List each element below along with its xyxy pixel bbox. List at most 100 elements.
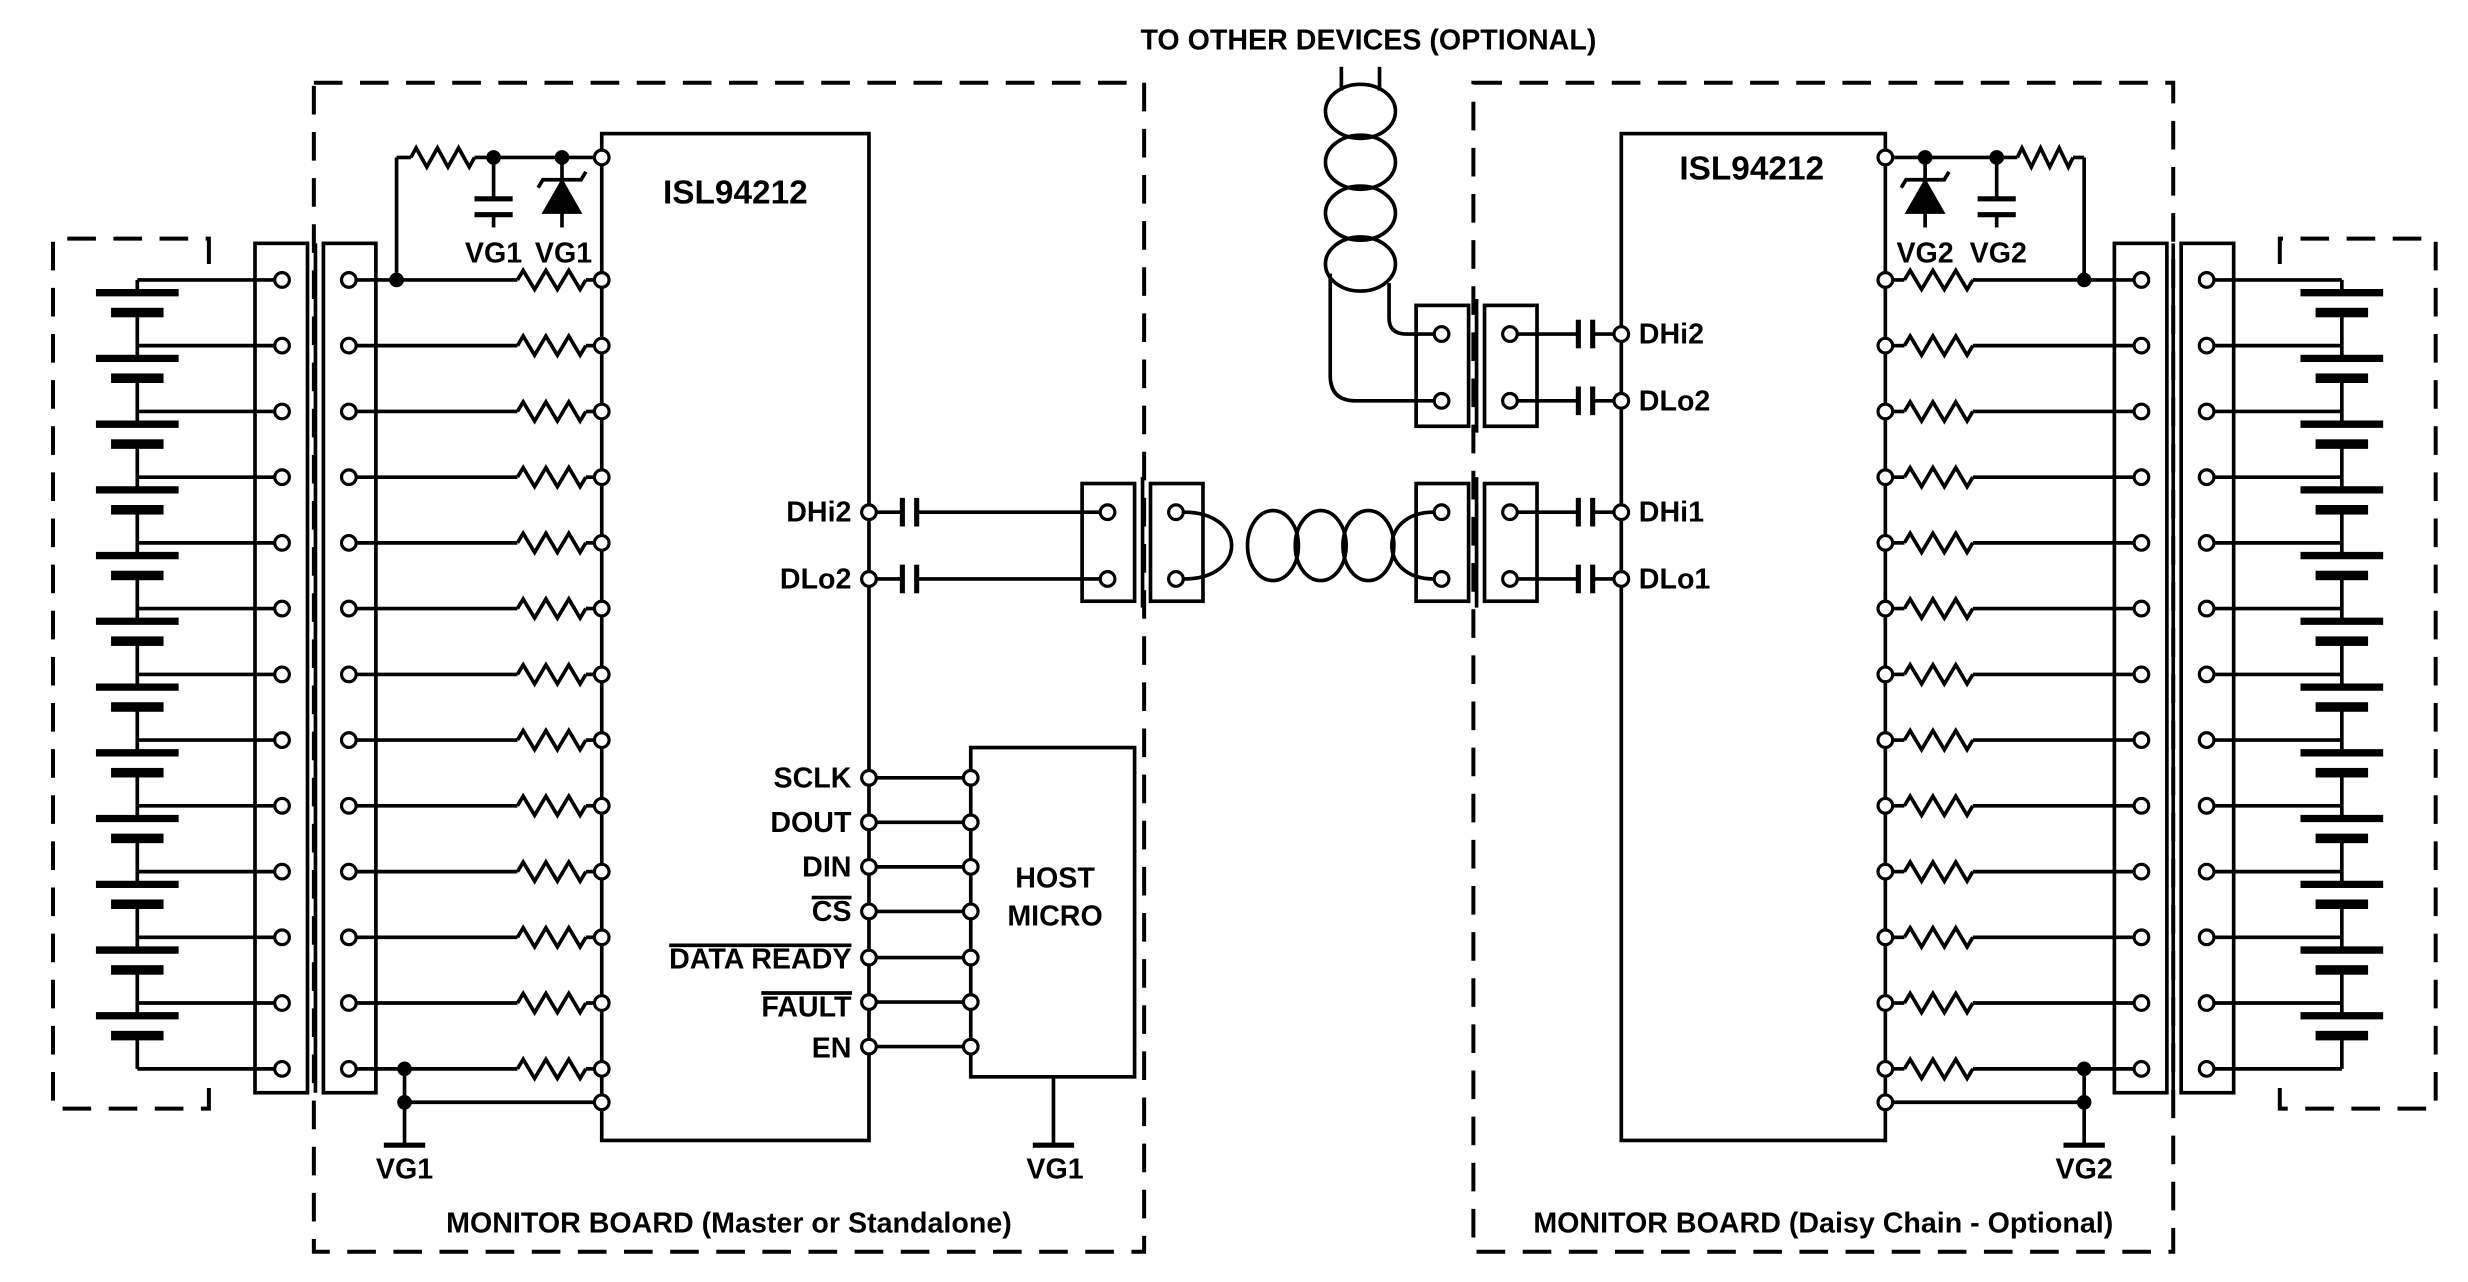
components	[95, 82, 2384, 1148]
right-capacitor-label: VG2	[1970, 237, 2027, 269]
input-filter-resistor	[515, 1055, 588, 1082]
twisted-pair-loop	[1323, 82, 1398, 141]
twisted-pair-end	[1390, 510, 1434, 581]
connector-pin	[2197, 796, 2216, 815]
connector-pin	[273, 402, 291, 421]
connector-pin	[339, 271, 358, 289]
connector-pin	[2132, 1059, 2151, 1078]
chip-cell-input-pin	[1876, 665, 1895, 684]
connector-pin	[339, 599, 358, 618]
battery-cell-short-plate	[111, 373, 164, 384]
input-filter-resistor	[515, 661, 588, 688]
connector-pin	[2132, 271, 2151, 289]
daisy-connector-plug	[1414, 303, 1471, 429]
chip-cell-input-pin	[592, 994, 611, 1012]
connector-pin	[273, 336, 291, 355]
connector-pin	[2132, 665, 2151, 684]
chip-host-pin	[860, 902, 878, 921]
chip-cell-input-pin	[1876, 994, 1895, 1012]
chip-supply-pin	[1876, 148, 1895, 167]
connector-pin	[2197, 994, 2216, 1012]
junction-dot	[486, 150, 501, 165]
input-filter-resistor	[1902, 1055, 1975, 1082]
twisted-pair-wire	[1328, 273, 1434, 403]
pin-din-label: DIN	[802, 851, 851, 883]
battery-cell-short-plate	[111, 702, 164, 712]
connector-pin	[339, 928, 358, 947]
connector-pin	[273, 468, 291, 487]
input-filter-resistor	[515, 464, 588, 491]
host-micro-label-line1: HOST	[1015, 863, 1095, 895]
daisy-connector-plug	[1080, 481, 1137, 604]
connector-pin	[339, 533, 358, 552]
right-chip-body	[1619, 131, 1888, 1143]
input-filter-resistor	[515, 595, 588, 622]
battery-cell-short-plate	[2315, 767, 2369, 778]
pin-cs-label: CS	[812, 896, 852, 928]
battery-cell-short-plate	[111, 505, 164, 515]
twisted-pair-wire	[1387, 283, 1434, 336]
connector-pin	[273, 533, 291, 552]
chip-cell-input-pin	[592, 336, 611, 355]
input-filter-resistor	[515, 332, 588, 359]
right-battery-pack-outline	[2277, 236, 2438, 1111]
twisted-pair-loop	[1293, 508, 1348, 583]
right-battery-connector-socket	[2112, 241, 2169, 1095]
chip-ground-pin	[592, 1093, 611, 1112]
chip-cell-input-pin	[592, 796, 611, 815]
twisted-pair-loop	[1245, 508, 1301, 583]
host-ground-label: VG1	[1026, 1154, 1083, 1186]
connector-pin	[2197, 1059, 2216, 1078]
input-filter-resistor	[515, 529, 588, 556]
battery-cell-short-plate	[2315, 965, 2369, 975]
input-filter-resistor	[1902, 332, 1975, 359]
connector-pin	[339, 796, 358, 815]
twisted-pair-loop	[1323, 184, 1398, 243]
junction-dot	[2076, 1061, 2092, 1077]
input-filter-resistor	[515, 858, 588, 885]
left-chip-name: ISL94212	[663, 175, 808, 212]
connector-pin	[2132, 468, 2151, 487]
input-filter-resistor	[1902, 595, 1975, 622]
connector-pin	[2132, 731, 2151, 749]
left-chip-body	[599, 131, 871, 1143]
labels: TO OTHER DEVICES (OPTIONAL) ISL94212 VG1…	[376, 24, 2113, 1239]
right-zener-label: VG2	[1896, 237, 1953, 269]
connector-pin	[2197, 862, 2216, 881]
connector-pin	[1167, 570, 1185, 588]
chip-cell-input-pin	[1876, 271, 1895, 289]
connector-pin	[339, 665, 358, 684]
left-pin-dhi2-label: DHi2	[786, 497, 851, 529]
connector-pin	[273, 271, 291, 289]
connector-pin	[2197, 533, 2216, 552]
connector-pin	[2132, 796, 2151, 815]
junction-dot	[2076, 1094, 2092, 1110]
battery-cell-short-plate	[2315, 505, 2369, 515]
connector-pin	[1098, 503, 1117, 522]
battery-cell-short-plate	[111, 439, 164, 449]
connector-pin	[2197, 271, 2216, 289]
connector-pin	[1501, 570, 1519, 588]
left-battery-connector-socket	[321, 241, 378, 1095]
host-micro-pin	[961, 1037, 980, 1056]
chip-cell-input-pin	[592, 928, 611, 947]
chip-cell-input-pin	[1876, 533, 1895, 552]
connector-pin	[1432, 325, 1451, 343]
connector-pin	[339, 994, 358, 1012]
connector-pin	[2197, 599, 2216, 618]
connector-pin	[2197, 468, 2216, 487]
connector-pin	[1432, 570, 1451, 588]
chip-host-pin	[860, 1037, 878, 1056]
battery-cell-short-plate	[2315, 702, 2369, 712]
battery-cell-short-plate	[2315, 1030, 2369, 1041]
connector-pin	[339, 862, 358, 881]
connector-pin	[1501, 325, 1519, 343]
input-filter-resistor	[515, 924, 588, 951]
right-chip-name: ISL94212	[1679, 151, 1824, 188]
right-ground-label: VG2	[2056, 1154, 2113, 1186]
daisy-connector-socket	[1482, 303, 1539, 429]
chip-daisy-pin	[1612, 391, 1631, 410]
battery-cell-short-plate	[2315, 570, 2369, 581]
input-filter-resistor	[1902, 858, 1975, 885]
